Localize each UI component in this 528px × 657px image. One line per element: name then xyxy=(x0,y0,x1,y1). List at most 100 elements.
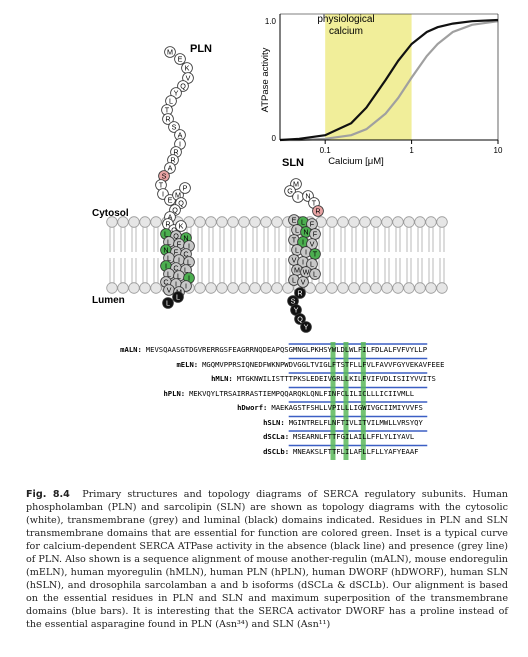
sequence-name: dSCLb: xyxy=(263,446,290,456)
residue-letter: R xyxy=(165,115,170,124)
lipid-head xyxy=(348,282,360,294)
residue-letter: N xyxy=(183,234,188,243)
residue xyxy=(297,276,309,288)
residue-letter: N xyxy=(163,246,168,255)
residue-letter: G xyxy=(287,187,293,196)
lipid-head xyxy=(205,282,217,294)
lipid-head xyxy=(260,282,272,294)
lipid-head xyxy=(403,282,415,294)
residue-letter: L xyxy=(184,266,188,275)
residue-letter: Y xyxy=(294,306,299,315)
alignment-row: hSLN:MGINTRELFLNFTIVLITVILMWLLVRSYQY xyxy=(0,416,528,430)
lipid-head xyxy=(370,216,382,228)
residue-letter: I xyxy=(178,256,180,265)
lipid-head xyxy=(194,216,206,228)
lipid-head xyxy=(139,216,151,228)
residue-letter: M xyxy=(293,180,299,189)
x-tick-label: 10 xyxy=(494,146,503,155)
sequence-text: MGINTRELFLNFTIVLITVILMWLLVRSYQY xyxy=(288,417,423,427)
lipid-head xyxy=(128,216,140,228)
residue-letter: L xyxy=(295,246,299,255)
lipid-head xyxy=(216,216,228,228)
lipid-head xyxy=(117,282,129,294)
residue-letter: I xyxy=(165,262,167,271)
sequence-text: MEVSQAASGTDGVRERRGSFEAGRRNQDEAPQSGMNGLPK… xyxy=(145,345,428,354)
lipid-head xyxy=(205,216,217,228)
residue-letter: A xyxy=(168,164,173,173)
lipid-head xyxy=(260,216,272,228)
y-tick-bottom: 0 xyxy=(272,134,277,143)
residue-letter: L xyxy=(167,270,171,279)
residue-letter: T xyxy=(165,106,170,115)
lipid-head xyxy=(227,282,239,294)
x-tick-label: 1 xyxy=(409,146,414,155)
sequence-text: MEKVQYLTRSAIRRASTIEMPQQARQKLQNLFINFCLILI… xyxy=(189,388,415,398)
residue-letter: T xyxy=(159,181,164,190)
sequence-text: MNEAKSLFTTFLILAFLLFLLYAFYEAAF xyxy=(293,446,419,456)
residue-letter: E xyxy=(292,216,297,225)
sequence-name: mALN: xyxy=(120,345,142,354)
residue-letter: Y xyxy=(174,89,179,98)
residue-letter: L xyxy=(169,97,173,106)
residue-letter: N xyxy=(303,228,308,237)
residue-letter: L xyxy=(166,299,170,308)
y-tick-top: 1.0 xyxy=(265,17,277,26)
sequence-name: hDworf: xyxy=(237,403,268,412)
sequence-text: MSEARNLFTTFGILAILLFFLYLIYAVL xyxy=(293,432,415,441)
residue-letter: Q xyxy=(297,315,303,324)
lipid-head xyxy=(150,282,162,294)
lipid-head xyxy=(381,282,393,294)
lipid-head xyxy=(326,216,338,228)
lipid-head xyxy=(436,216,448,228)
residue-letter: I xyxy=(302,258,304,267)
residue-letter: C xyxy=(173,264,178,273)
residue-letter: Y xyxy=(304,323,309,332)
residue-letter: L xyxy=(167,238,171,247)
lipid-head xyxy=(139,282,151,294)
residue xyxy=(164,46,176,58)
lipid-head xyxy=(249,216,261,228)
residue-letter: R xyxy=(165,220,170,229)
residue-letter: I xyxy=(305,248,307,257)
residue-letter: V xyxy=(186,74,191,83)
essential-column xyxy=(330,342,336,460)
residue-letter: L xyxy=(310,260,314,269)
residue-letter: L xyxy=(295,226,299,235)
residue xyxy=(284,185,296,197)
lipid-head xyxy=(348,216,360,228)
lipid-head xyxy=(150,216,162,228)
lumen-label: Lumen xyxy=(92,295,125,306)
residue xyxy=(164,162,176,174)
lipid-head xyxy=(227,216,239,228)
series-without-pln xyxy=(279,18,499,142)
lipid-head xyxy=(359,282,371,294)
residue xyxy=(174,53,186,65)
residue-letter: L xyxy=(167,254,171,263)
residue-letter: A xyxy=(178,131,183,140)
residue-letter: L xyxy=(177,272,181,281)
alignment-row: dSCLa:MSEARNLFTTFGILAILLFFLYLIYAVL xyxy=(0,430,528,444)
residue-letter: L xyxy=(164,230,168,239)
residue-letter: K xyxy=(179,222,184,231)
figure-number: Fig. 8.4 xyxy=(26,489,70,500)
sequence-name: hMLN: xyxy=(211,374,233,383)
x-axis-label: Calcium [μM] xyxy=(328,156,384,167)
residue-letter: L xyxy=(313,270,317,279)
lipid-head xyxy=(425,216,437,228)
lipid-head xyxy=(326,282,338,294)
sequence-name: hSLN: xyxy=(263,417,285,427)
residue-letter: Q xyxy=(180,82,186,91)
sln-label: SLN xyxy=(282,157,304,169)
lipid-head xyxy=(128,282,140,294)
lipid-head xyxy=(194,282,206,294)
lipid-head xyxy=(238,282,250,294)
lipid-head xyxy=(337,282,349,294)
essential-column xyxy=(343,342,349,460)
physiological-region xyxy=(325,14,412,140)
residue-letter: A xyxy=(168,213,173,222)
lipid-head xyxy=(403,216,415,228)
lipid-head xyxy=(359,216,371,228)
residue xyxy=(294,313,306,325)
residue-letter: I xyxy=(179,140,181,149)
residue-letter: S xyxy=(291,297,296,306)
